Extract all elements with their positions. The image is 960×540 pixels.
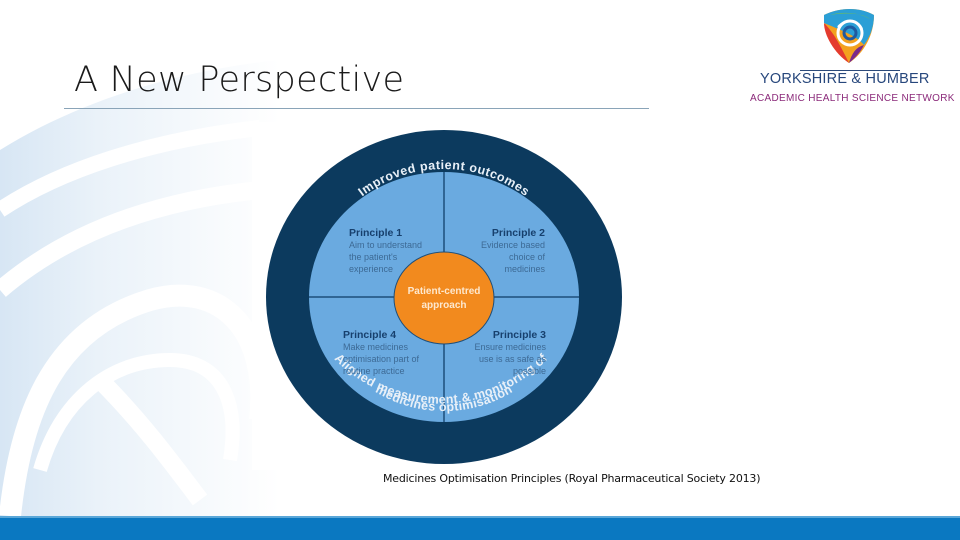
principle-text: the patient's <box>349 252 398 262</box>
rainbow-rose-shield-icon <box>824 9 874 63</box>
principle-text: choice of <box>509 252 546 262</box>
figure-caption: Medicines Optimisation Principles (Royal… <box>383 472 761 485</box>
footer-bar <box>0 518 960 540</box>
principle-text: routine practice <box>343 366 405 376</box>
center-label-line1: Patient-centred <box>408 286 481 297</box>
medicines-optimisation-diagram: Patient-centred approach Improved patien… <box>252 122 622 470</box>
organisation-logo: YORKSHIRE & HUMBER ACADEMIC HEALTH SCIEN… <box>745 5 954 110</box>
principle-text: possible <box>513 366 546 376</box>
principle-text: Aim to understand <box>349 240 422 250</box>
principle-text: Evidence based <box>481 240 545 250</box>
principle-2: Principle 2 Evidence based choice of med… <box>481 227 546 274</box>
principle-text: medicines <box>504 264 545 274</box>
principle-title: Principle 2 <box>492 227 545 239</box>
principle-4: Principle 4 Make medicines optimisation … <box>343 329 420 376</box>
principle-text: Make medicines <box>343 342 409 352</box>
title-divider <box>64 108 649 109</box>
logo-subtitle: ACADEMIC HEALTH SCIENCE NETWORK <box>750 93 955 104</box>
principle-title: Principle 1 <box>349 227 402 239</box>
patient-centred-circle <box>393 251 495 345</box>
principle-text: use is as safe as <box>479 354 547 364</box>
principle-title: Principle 3 <box>493 329 546 341</box>
slide-title: A New Perspective <box>74 60 405 100</box>
principle-3: Principle 3 Ensure medicines use is as s… <box>474 329 546 376</box>
principle-text: experience <box>349 264 393 274</box>
footer-highlight <box>0 516 960 518</box>
center-label-line2: approach <box>421 300 466 311</box>
principle-title: Principle 4 <box>343 329 396 341</box>
principle-1: Principle 1 Aim to understand the patien… <box>349 227 422 274</box>
principle-text: Ensure medicines <box>474 342 546 352</box>
logo-divider <box>800 70 900 71</box>
principle-text: optimisation part of <box>343 354 420 364</box>
logo-name: YORKSHIRE & HUMBER <box>760 71 930 87</box>
